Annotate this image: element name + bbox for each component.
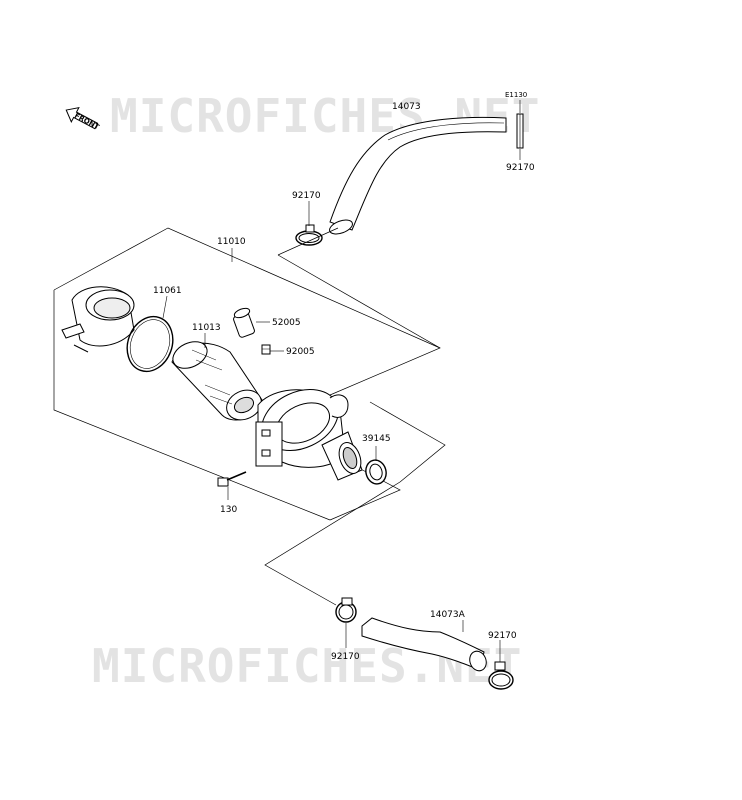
label-92170-bottom-right: 92170	[488, 631, 517, 641]
group-outline-right	[277, 254, 441, 396]
label-14073a: 14073A	[430, 610, 466, 620]
label-92170-top-right: 92170	[506, 163, 535, 173]
air-cleaner-cover	[61, 286, 135, 353]
hose-clamp-92170-bottom-left	[335, 597, 357, 623]
cap-52005	[233, 307, 255, 338]
front-arrow-icon	[65, 107, 99, 130]
label-e1130: E1130	[505, 91, 527, 99]
hose-clamp-92170-bottom-right	[488, 661, 514, 690]
label-14073: 14073	[392, 102, 421, 112]
label-11010: 11010	[217, 237, 246, 247]
air-cleaner-housing	[255, 389, 363, 481]
clamp-39145	[365, 459, 387, 485]
label-92170-top-left: 92170	[292, 191, 321, 201]
watermark-top: MICROFICHES.NET	[110, 89, 540, 143]
label-11013: 11013	[192, 323, 221, 333]
label-92170-bottom-left: 92170	[331, 652, 360, 662]
o-ring-11061	[126, 315, 174, 373]
group-outline-lower	[264, 481, 401, 606]
hose-clamp-92170-top	[295, 224, 323, 246]
intake-hose-14073	[329, 116, 507, 235]
group-outline-frame	[53, 227, 441, 349]
plug-92005	[261, 344, 271, 355]
filter-element-11013	[171, 341, 263, 421]
group-outline-top	[277, 227, 339, 256]
label-92005: 92005	[286, 347, 315, 357]
label-11061: 11061	[153, 286, 182, 296]
intake-hose-14073a	[361, 617, 487, 672]
label-52005: 52005	[272, 318, 301, 328]
front-indicator: FRONT	[65, 107, 101, 132]
label-130: 130	[220, 505, 237, 515]
clip-pin-e1130	[516, 113, 524, 149]
label-39145: 39145	[362, 434, 391, 444]
bolt-130	[217, 471, 247, 487]
front-label: FRONT	[73, 112, 101, 132]
